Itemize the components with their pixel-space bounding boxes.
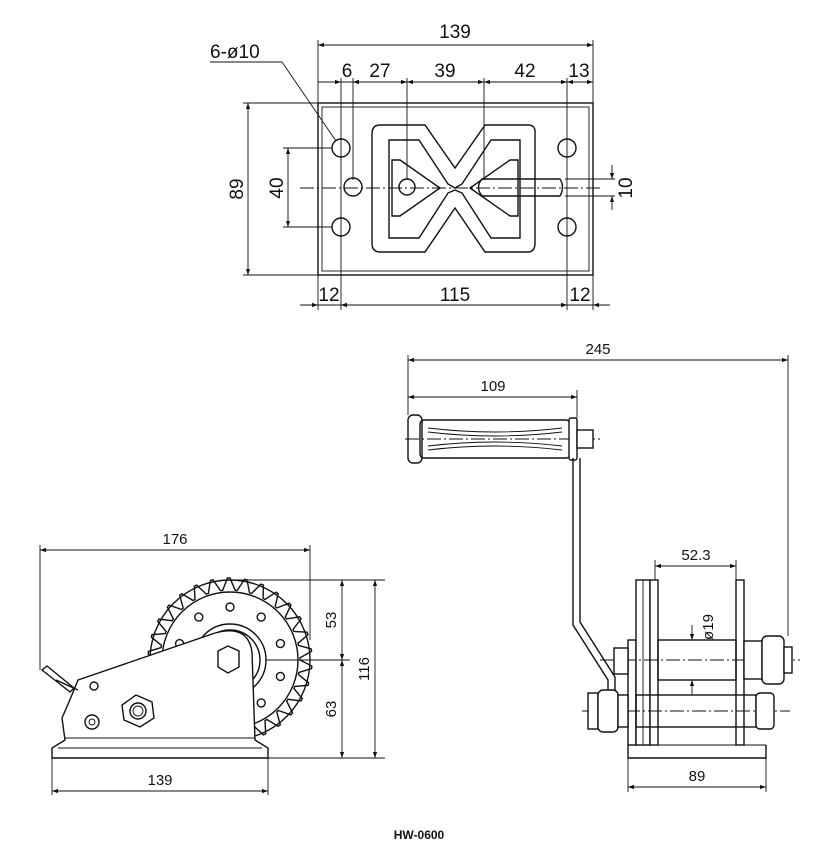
front-base xyxy=(627,745,767,759)
dim-slot-width: 10 xyxy=(616,177,637,198)
top-view: 139 6-ø10 6 27 39 42 13 89 40 10 12 115 … xyxy=(210,22,637,310)
dim-top-width: 139 xyxy=(439,22,471,43)
rib-inner xyxy=(388,139,521,239)
dim-lower-height: 63 xyxy=(323,701,340,718)
dim-offset-c: 39 xyxy=(434,61,455,82)
rib-triangle-left xyxy=(391,159,442,217)
side-small-hole xyxy=(84,714,100,730)
dim-handle-length: 109 xyxy=(480,378,505,395)
dim-edge-left: 12 xyxy=(318,285,339,306)
dim-upper-height: 53 xyxy=(323,612,340,629)
gear-hole xyxy=(194,612,204,622)
dim-overall-width: 245 xyxy=(585,341,610,358)
frame-plate-left xyxy=(627,639,637,746)
frame-plate-right xyxy=(735,579,745,746)
gear-hole xyxy=(256,612,266,622)
dim-base-width: 89 xyxy=(689,768,706,785)
crank-arm xyxy=(572,458,609,700)
base-plate-inner xyxy=(321,106,590,272)
front-view: 245 109 52.3 ø19 89 xyxy=(405,341,800,792)
gear-hole xyxy=(256,698,266,708)
slot xyxy=(477,178,564,197)
handle-end-plate xyxy=(568,417,578,461)
dim-top-height: 89 xyxy=(227,178,248,199)
dim-offset-b: 27 xyxy=(369,61,390,82)
gear-hole xyxy=(275,638,286,649)
mount-hole xyxy=(343,177,363,197)
gear-hole xyxy=(275,671,286,682)
center-boss xyxy=(398,178,416,196)
dim-offset-e: 13 xyxy=(568,61,589,82)
dim-edge-right: 12 xyxy=(569,285,590,306)
dim-hole-spacing-h: 115 xyxy=(440,285,470,306)
side-view: 176 53 63 116 139 xyxy=(39,531,385,795)
dim-hole-spacing-v: 40 xyxy=(267,177,288,198)
base-plate-outline xyxy=(317,102,594,276)
rib-triangle-right xyxy=(468,159,519,217)
dim-drum-diameter: ø19 xyxy=(700,614,717,640)
hex-nut-top xyxy=(217,645,240,674)
pawl-pivot xyxy=(89,681,99,691)
rib-outer xyxy=(371,124,536,253)
dim-total-height: 116 xyxy=(356,657,373,681)
model-label: HW-0600 xyxy=(393,828,445,842)
dim-offset-a: 6 xyxy=(342,61,353,82)
gear-hole xyxy=(225,602,235,612)
dim-overall-length: 176 xyxy=(162,531,187,548)
hex-nut-bottom xyxy=(121,694,155,728)
dim-offset-d: 42 xyxy=(514,61,535,82)
pawl-lever xyxy=(40,665,76,693)
dim-hole-spec: 6-ø10 xyxy=(210,42,260,63)
dim-base-length: 139 xyxy=(147,772,172,789)
dim-drum-width: 52.3 xyxy=(681,547,710,564)
